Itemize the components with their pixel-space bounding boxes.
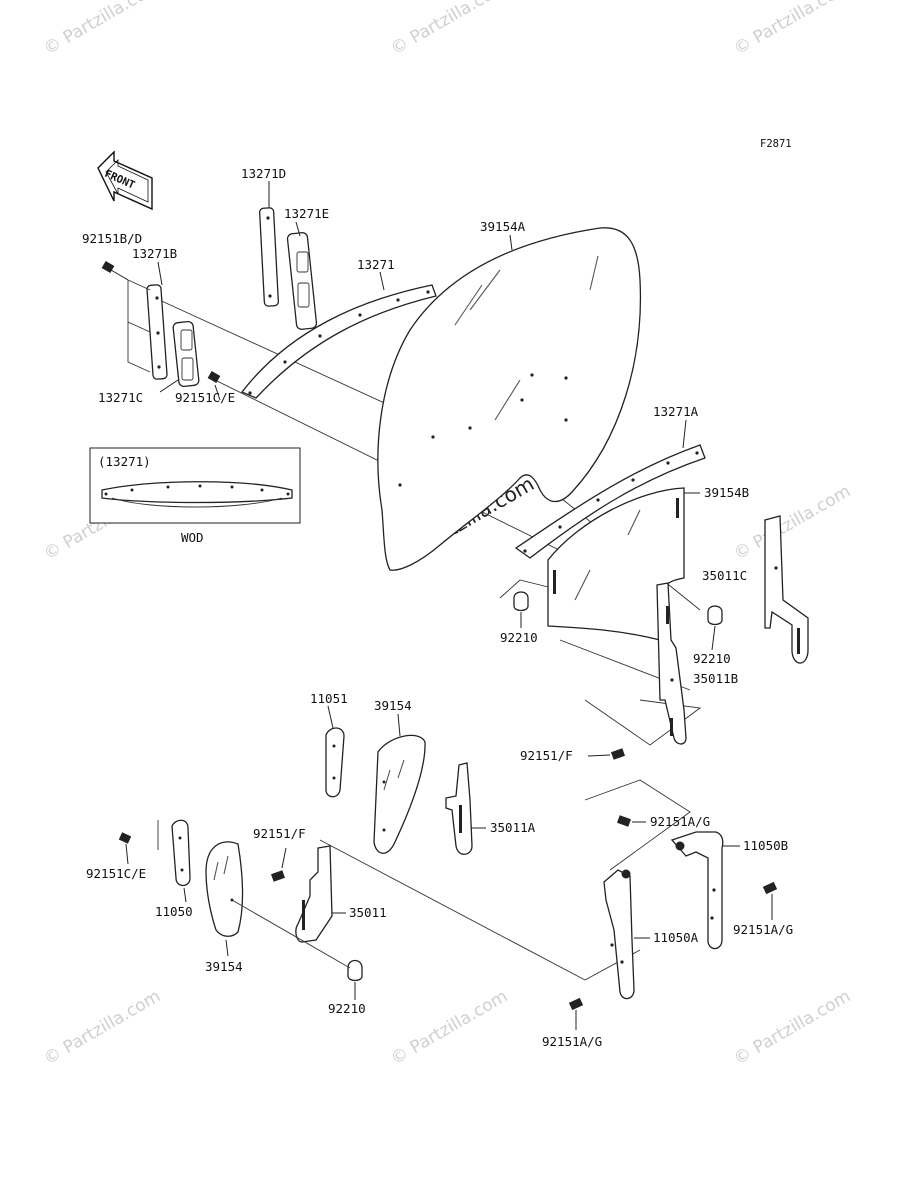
label-92151AG-bottom: 92151A/G (542, 1034, 602, 1049)
label-13271A: 13271A (653, 404, 699, 419)
part-35011A (445, 762, 486, 855)
bolt-92151F-right (587, 748, 626, 760)
nut-92210-bottom (347, 959, 363, 1000)
bolt-92151F-left (270, 847, 287, 882)
label-13271B: 13271B (132, 246, 177, 261)
part-35011 (295, 845, 346, 943)
part-13271D (258, 181, 280, 307)
label-13271: 13271 (357, 257, 395, 272)
label-92210-bottom: 92210 (328, 1001, 366, 1016)
label-11050B: 11050B (743, 838, 788, 853)
bolt-92151C-E-top (207, 371, 221, 401)
label-13271C: 13271C (98, 390, 143, 405)
label-35011: 35011 (349, 905, 387, 920)
watermark: © Partzilla.com (731, 986, 855, 1069)
label-35011B: 35011B (693, 671, 738, 686)
label-35011C: 35011C (702, 568, 747, 583)
label-39154-bottom: 39154 (205, 959, 243, 974)
part-13271A (514, 419, 706, 559)
label-13271E: 13271E (284, 206, 329, 221)
label-92151B-D: 92151B/D (82, 231, 142, 246)
label-92151C-E-bottom: 92151C/E (86, 866, 146, 881)
figure-code: F2871 (760, 138, 792, 150)
label-39154B: 39154B (704, 485, 749, 500)
label-35011A: 35011A (490, 820, 536, 835)
label-92210-left: 92210 (500, 630, 538, 645)
part-35011B (656, 582, 687, 745)
part-labels: 13271D 13271E 39154A 92151B/D 13271B 132… (82, 166, 793, 1049)
label-11050A: 11050A (653, 930, 699, 945)
part-13271 (240, 271, 437, 399)
watermark: © Partzilla.com (388, 0, 512, 59)
inset-13271-wod: (13271) WOD (89, 447, 301, 545)
label-39154-mid: 39154 (374, 698, 412, 713)
part-35011C (764, 515, 809, 664)
part-39154B (547, 487, 700, 641)
bolt-92151B-D (101, 261, 151, 373)
watermark: © Partzilla.com (731, 0, 855, 59)
nut-92210-right (707, 605, 723, 651)
part-11050 (157, 819, 191, 903)
label-11050: 11050 (155, 904, 193, 919)
bolt-92151AG-right (762, 881, 778, 920)
part-13271E (286, 221, 318, 330)
label-13271D: 13271D (241, 166, 286, 181)
part-11050A (603, 869, 650, 1000)
front-arrow-icon: FRONT (97, 150, 153, 211)
bolt-92151AG-bottom (568, 997, 584, 1030)
watermark: © Partzilla.com (41, 0, 165, 59)
label-92151F-left: 92151/F (253, 826, 306, 841)
label-11051: 11051 (310, 691, 348, 706)
watermark: © Partzilla.com (388, 986, 512, 1069)
bolt-92151AG-top (616, 815, 646, 827)
label-92151F-right: 92151/F (520, 748, 573, 763)
bolt-92151CE-bottom (118, 832, 132, 865)
label-92210-right: 92210 (693, 651, 731, 666)
label-92151AG-top: 92151A/G (650, 814, 710, 829)
part-11051 (325, 705, 345, 798)
part-13271C (157, 261, 200, 393)
inset-title: (13271) (98, 454, 151, 469)
part-13271B (146, 284, 168, 380)
part-39154A-windshield (377, 227, 642, 571)
part-11050B (670, 831, 740, 950)
part-39154-bottom (205, 841, 351, 969)
label-92151C-E-top: 92151C/E (175, 390, 235, 405)
part-39154-mid (373, 713, 426, 854)
label-39154A: 39154A (480, 219, 526, 234)
inset-caption: WOD (181, 530, 204, 545)
nut-92210-left (513, 591, 529, 628)
label-92151AG-right: 92151A/G (733, 922, 793, 937)
watermark: © Partzilla.com (41, 986, 165, 1069)
